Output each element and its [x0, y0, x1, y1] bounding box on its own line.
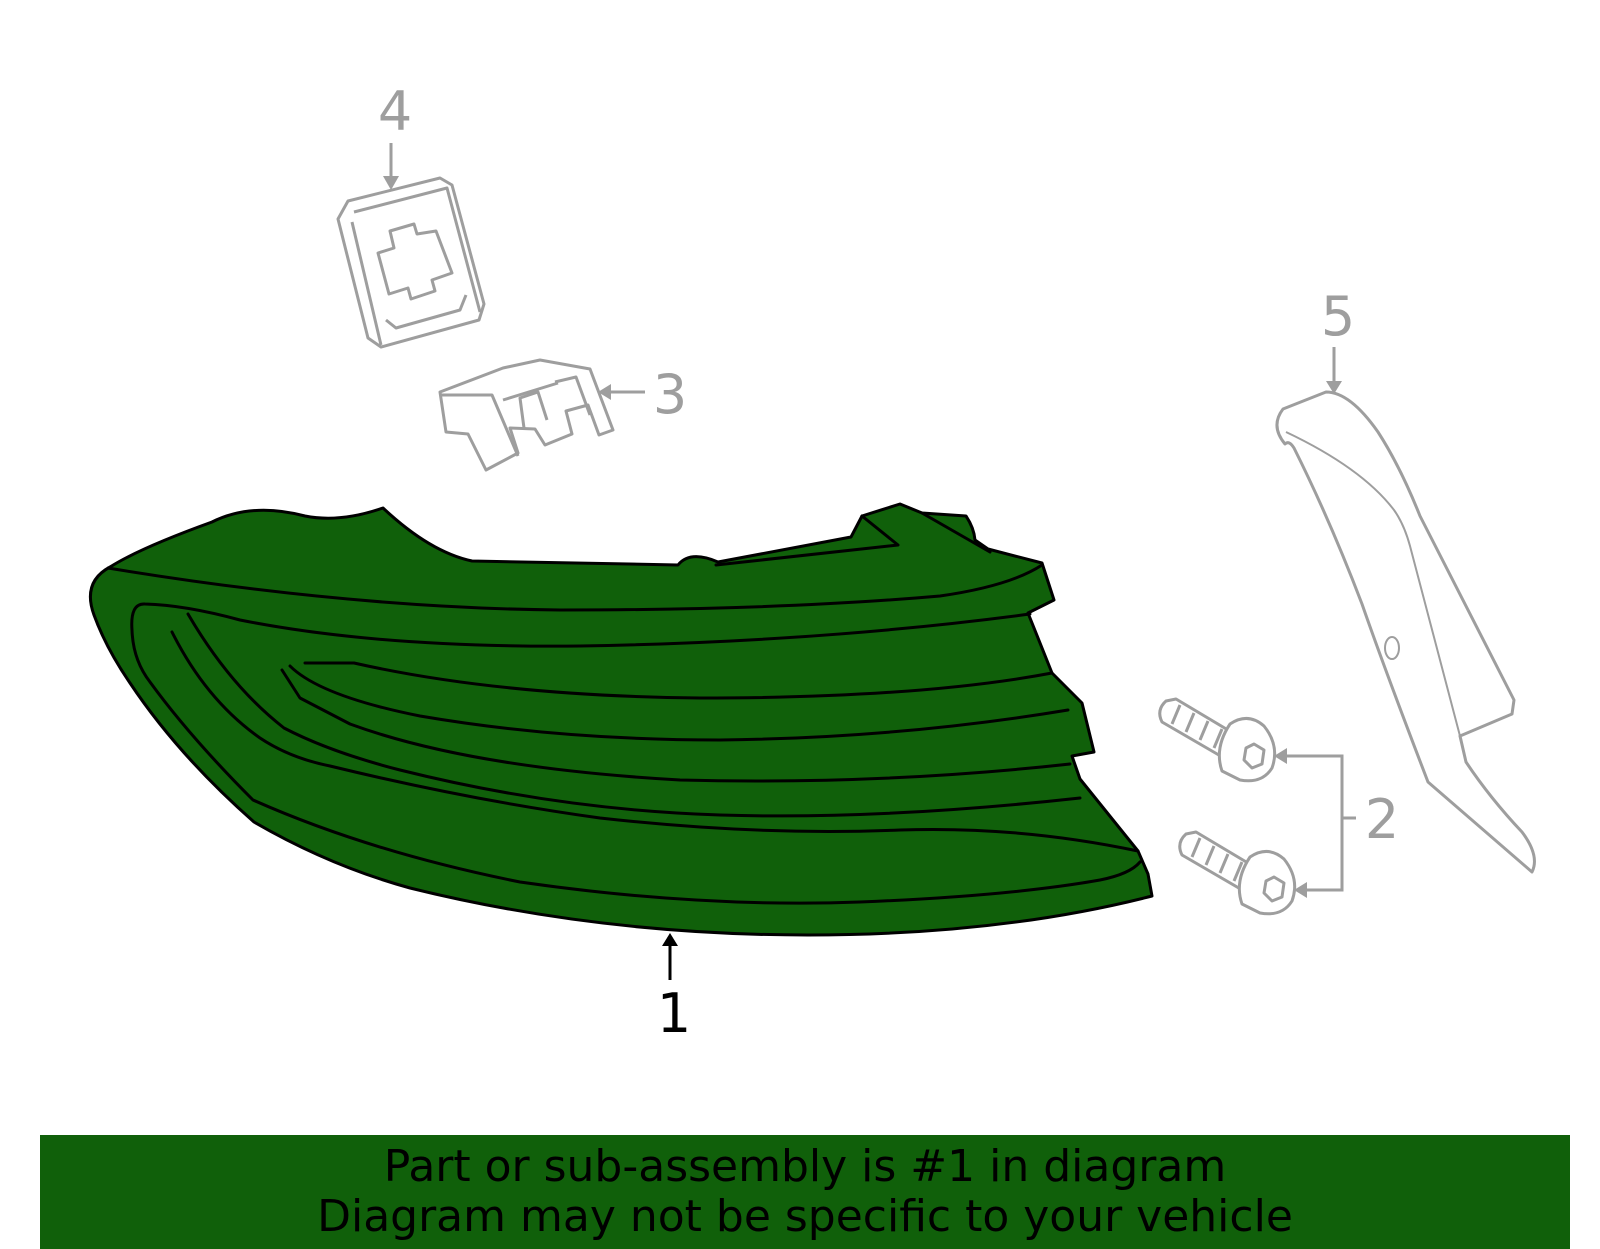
part-3-bracket [438, 358, 615, 472]
banner-line-disclaimer: Diagram may not be specific to your vehi… [317, 1191, 1293, 1242]
callout-label-4: 4 [378, 80, 412, 143]
part-5-trim [1275, 390, 1536, 874]
callout-label-1: 1 [657, 982, 691, 1045]
part-1-tail-lamp [89, 502, 1154, 937]
part-2-screw-bottom [1178, 830, 1297, 916]
callout-label-3: 3 [653, 363, 687, 426]
part-2-screw-top [1158, 697, 1277, 783]
callout-3-arrow [598, 384, 645, 400]
info-banner: Part or sub-assembly is #1 in diagram Di… [40, 1135, 1570, 1249]
callout-5-arrow [1326, 347, 1342, 394]
callout-4-arrow [383, 143, 399, 190]
banner-line-part: Part or sub-assembly is #1 in diagram [383, 1141, 1227, 1192]
callout-label-2: 2 [1365, 788, 1399, 851]
part-4-socket [336, 176, 486, 349]
callout-1-arrow [662, 933, 678, 980]
callout-label-5: 5 [1321, 285, 1355, 348]
callout-2-arrows [1274, 748, 1356, 898]
